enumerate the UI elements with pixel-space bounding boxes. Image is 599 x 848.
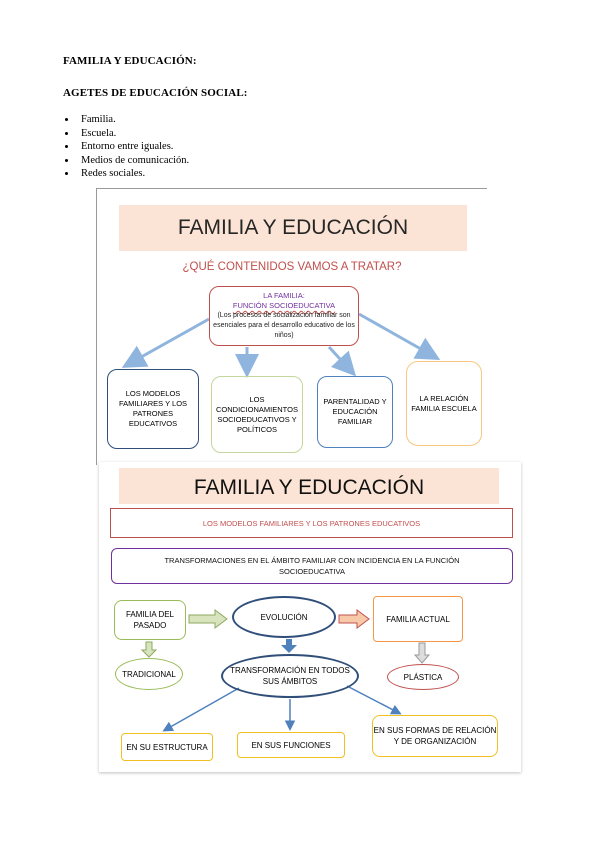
condicionamientos-box: LOS CONDICIONAMIENTOS SOCIOEDUCATIVOS Y … xyxy=(211,376,303,453)
arrow-to-modelos xyxy=(121,317,210,368)
arrow-to-estructura xyxy=(162,687,240,732)
estructura-box: EN SU ESTRUCTURA xyxy=(121,733,213,761)
modelos-band: LOS MODELOS FAMILIARES Y LOS PATRONES ED… xyxy=(110,508,513,538)
block-arrow-evolucion-transformacion xyxy=(281,639,297,653)
agents-list: Familia. Escuela. Entorno entre iguales.… xyxy=(63,113,189,181)
relacion-familia-escuela-box: LA RELACIÓN FAMILIA ESCUELA xyxy=(406,361,482,446)
list-item: Medios de comunicación. xyxy=(77,154,189,168)
arrow-to-relacion xyxy=(358,312,441,360)
center-line-1: LA FAMILIA: xyxy=(263,291,305,300)
evolucion-ellipse: EVOLUCIÓN xyxy=(232,596,336,638)
modelos-familiares-box: LOS MODELOS FAMILIARES Y LOS PATRONES ED… xyxy=(107,369,199,449)
block-arrow-actual-plastica xyxy=(413,642,431,664)
center-line-3: (Los procesos de socialización familiar … xyxy=(213,312,355,339)
document-heading-2: AGETES DE EDUCACIÓN SOCIAL: xyxy=(63,87,248,99)
list-item: Redes sociales. xyxy=(77,167,189,181)
funciones-box: EN SUS FUNCIONES xyxy=(237,732,345,758)
document-heading-1: FAMILIA Y EDUCACIÓN: xyxy=(63,55,197,67)
formas-relacion-box: EN SUS FORMAS DE RELACIÓN Y DE ORGANIZAC… xyxy=(372,715,498,757)
list-item: Familia. xyxy=(77,113,189,127)
familia-socioeducativa-box: LA FAMILIA: FUNCIÓN SOCIOEDUCATIVA (Los … xyxy=(209,286,359,346)
familia-pasado-box: FAMILIA DEL PASADO xyxy=(114,600,186,640)
familia-actual-box: FAMILIA ACTUAL xyxy=(373,596,463,642)
arrow-to-formas xyxy=(346,685,402,715)
block-arrow-pasado-tradicional xyxy=(140,641,158,658)
center-line-2: FUNCIÓN SOCIOEDUCATIVA xyxy=(232,301,336,310)
plastica-ellipse: PLÁSTICA xyxy=(387,664,459,690)
transformaciones-band: TRANSFORMACIONES EN EL ÁMBITO FAMILIAR C… xyxy=(111,548,513,584)
block-arrow-pasado-evolucion xyxy=(188,609,228,629)
slide-contenidos: FAMILIA Y EDUCACIÓN ¿QUÉ CONTENIDOS VAMO… xyxy=(96,188,487,465)
list-item: Escuela. xyxy=(77,127,189,141)
list-item: Entorno entre iguales. xyxy=(77,140,189,154)
slide1-subtitle: ¿QUÉ CONTENIDOS VAMOS A TRATAR? xyxy=(182,261,402,273)
slide-modelos-familiares: FAMILIA Y EDUCACIÓN LOS MODELOS FAMILIAR… xyxy=(99,462,521,772)
slide1-title: FAMILIA Y EDUCACIÓN xyxy=(119,205,467,251)
tradicional-ellipse: TRADICIONAL xyxy=(115,658,183,690)
block-arrow-evolucion-actual xyxy=(338,609,370,629)
slide2-title: FAMILIA Y EDUCACIÓN xyxy=(119,468,499,504)
transformacion-ellipse: TRANSFORMACIÓN EN TODOS SUS ÁMBITOS xyxy=(221,654,359,698)
arrow-to-parentalidad xyxy=(327,345,357,377)
parentalidad-box: PARENTALIDAD Y EDUCACIÓN FAMILIAR xyxy=(317,376,393,448)
